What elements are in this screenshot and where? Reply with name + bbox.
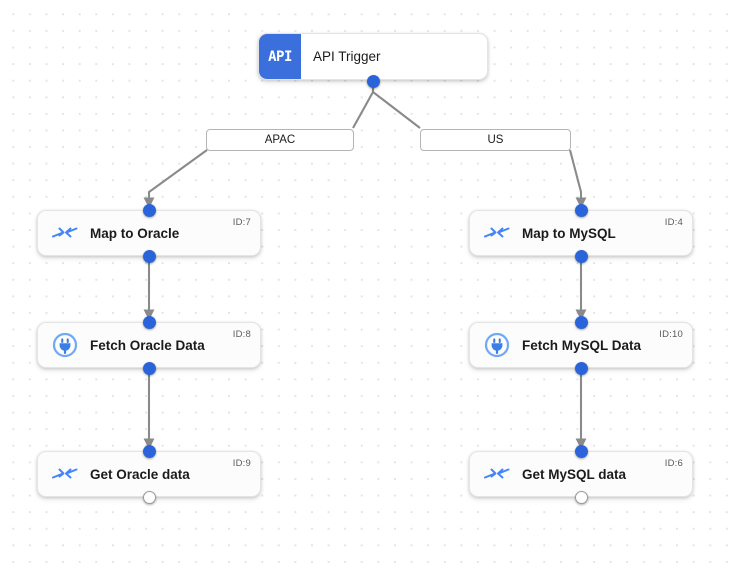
node-title: Fetch Oracle Data [90, 337, 205, 353]
node-title: Get Oracle data [90, 466, 190, 482]
map-arrows-icon [482, 218, 512, 248]
node-title: Get MySQL data [522, 466, 627, 482]
port-out-get-oracle-data[interactable] [143, 491, 156, 504]
node-id-badge: ID:9 [232, 458, 251, 469]
edge-us-to-map-mysql [568, 149, 587, 209]
port-in-fetch-mysql-data[interactable] [575, 316, 588, 329]
port-out-get-mysql-data[interactable] [575, 491, 588, 504]
port-out-api-trigger[interactable] [367, 75, 380, 88]
edge-trigger-to-apac [352, 81, 375, 129]
node-title: API Trigger [313, 49, 381, 64]
node-title: Fetch MySQL Data [522, 337, 642, 353]
edge-apac-to-map-oracle [143, 149, 208, 209]
port-out-fetch-oracle-data[interactable] [143, 362, 156, 375]
node-get-mysql-data[interactable]: Get MySQL data ID:6 [469, 451, 693, 497]
database-plug-icon [50, 330, 80, 360]
port-in-fetch-oracle-data[interactable] [143, 316, 156, 329]
map-arrows-icon [50, 218, 80, 248]
edge-trigger-to-us [371, 81, 421, 129]
node-id-badge: ID:7 [232, 217, 251, 228]
port-in-map-to-oracle[interactable] [143, 204, 156, 217]
port-in-get-oracle-data[interactable] [143, 445, 156, 458]
node-id-badge: ID:6 [664, 458, 683, 469]
port-in-map-to-mysql[interactable] [575, 204, 588, 217]
branch-label-us[interactable]: US [420, 129, 571, 151]
api-icon: API [259, 34, 301, 79]
branch-label-apac[interactable]: APAC [206, 129, 354, 151]
port-out-map-to-oracle[interactable] [143, 250, 156, 263]
node-api-trigger[interactable]: API API Trigger [258, 33, 488, 80]
database-plug-icon [482, 330, 512, 360]
map-arrows-icon [50, 459, 80, 489]
map-arrows-icon [482, 459, 512, 489]
node-id-badge: ID:8 [232, 329, 251, 340]
port-out-map-to-mysql[interactable] [575, 250, 588, 263]
node-title: Map to Oracle [90, 225, 180, 241]
port-out-fetch-mysql-data[interactable] [575, 362, 588, 375]
node-id-badge: ID:4 [664, 217, 683, 228]
node-id-badge: ID:10 [659, 329, 683, 340]
node-title: Map to MySQL [522, 225, 616, 241]
port-in-get-mysql-data[interactable] [575, 445, 588, 458]
